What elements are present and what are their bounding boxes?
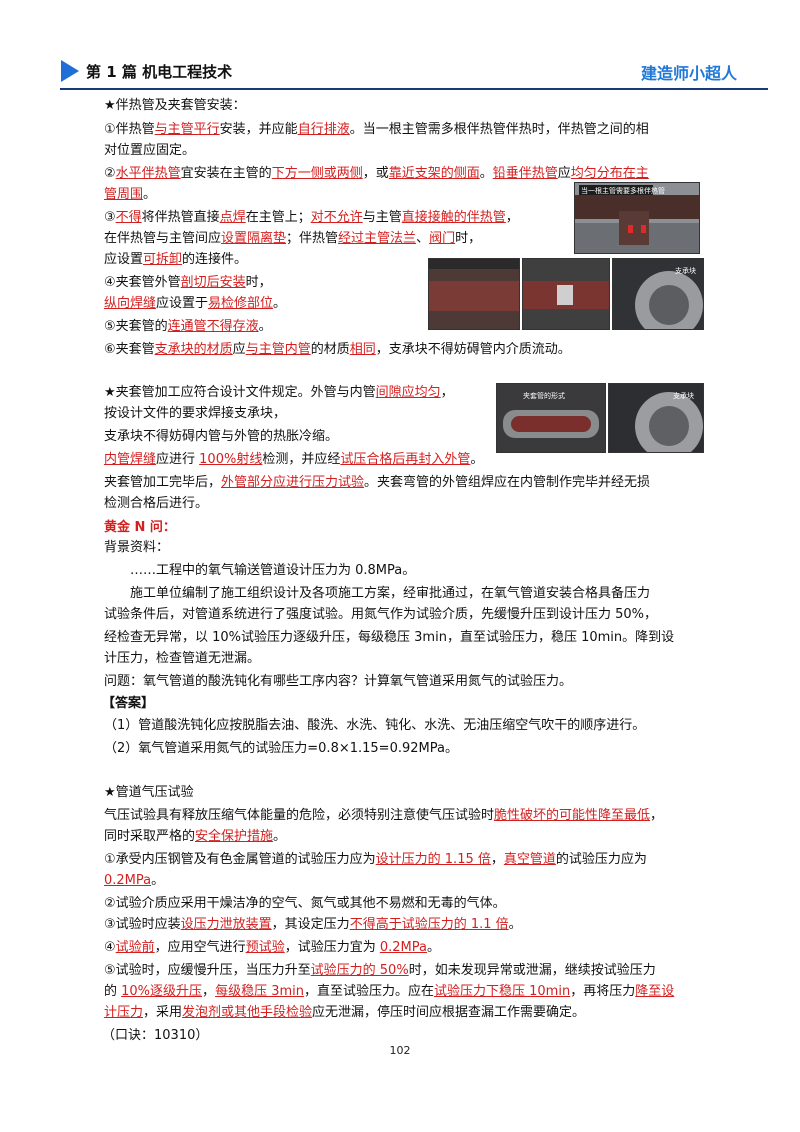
paragraph-line: ★夹套管加工应符合设计文件规定。外管与内管间隙应均匀，: [104, 385, 454, 400]
triangle-bullet-icon: [61, 60, 79, 82]
page-header: 第 1 篇 机电工程技术 建造师小超人: [0, 0, 800, 92]
paragraph-line: 同时采取严格的安全保护措施。: [104, 829, 287, 844]
support-block-photo-1: 支承块: [613, 259, 703, 329]
qa-paragraph: 计压力，检查管道无泄漏。: [104, 651, 261, 666]
paragraph-line: 的 10%逐级升压，每级稳压 3min，直至试验压力。应在试验压力下稳压 10m…: [104, 984, 675, 999]
paragraph-line: 夹套管加工完毕后，外管部分应进行压力试验。夹套弯管的外管组焊应在内管制作完毕并经…: [104, 475, 651, 490]
paragraph-line: ②试验介质应采用干燥洁净的空气、氮气或其他不易燃和无毒的气体。: [104, 896, 506, 911]
svg-text:支承块: 支承块: [675, 266, 696, 275]
paragraph-line: ③不得将伴热管直接点焊在主管上；对不允许与主管直接接触的伴热管，: [104, 210, 519, 225]
paragraph-line: ①伴热管与主管平行安装，并应能自行排液。当一根主管需多根伴热管伴热时，伴热管之间…: [104, 122, 649, 137]
paragraph-line: 气压试验具有释放压缩气体能量的危险，必须特别注意使气压试验时脆性破坏的可能性降至…: [104, 808, 664, 823]
chapter-title: 第 1 篇 机电工程技术: [86, 63, 233, 81]
brand-name: 建造师小超人: [640, 64, 737, 83]
photo-support-block-1: 支承块: [612, 258, 704, 330]
photo-jacket-pipe-1: [428, 258, 520, 330]
jacket-form-photo: 夹套管的形式: [497, 384, 605, 452]
page-number: 102: [389, 1044, 411, 1057]
paragraph-line: 内管焊缝应进行 100%射线检测，并应经试压合格后再封入外管。: [104, 452, 484, 467]
qa-background-label: 背景资料：: [104, 540, 170, 555]
paragraph-line: 计压力，采用发泡剂或其他手段检验应无泄漏，停压时间应根据查漏工作需要确定。: [104, 1005, 586, 1020]
qa-paragraph: 施工单位编制了施工组织设计及各项施工方案，经审批通过，在氧气管道安装合格具备压力: [130, 586, 651, 601]
qa-paragraph: ……工程中的氧气输送管道设计压力为 0.8MPa。: [130, 563, 416, 578]
qa-title: 黄金 N 问：: [104, 520, 176, 535]
paragraph-line: ④夹套管外管剖切后安装时，: [104, 275, 272, 290]
photo-tracing-pipe-multi: 当一根主管需要多根伴热管: [574, 182, 700, 254]
paragraph-line: 应设置可拆卸的连接件。: [104, 252, 248, 267]
paragraph-line: ③试验时应装设压力泄放装置，其设定压力不得高于试验压力的 1.1 倍。: [104, 917, 522, 932]
svg-text:夹套管的形式: 夹套管的形式: [523, 391, 565, 400]
photo-jacket-pipe-2: [522, 258, 610, 330]
support-block-photo-2: 支承块: [609, 384, 703, 452]
paragraph-line: ④试验前，应用空气进行预试验，试验压力宜为 0.2MPa。: [104, 940, 440, 955]
paragraph-line: 检测合格后进行。: [104, 496, 209, 511]
qa-paragraph: 试验条件后，对管道系统进行了强度试验。用氮气作为试验介质，先缓慢升压到设计压力 …: [104, 607, 658, 622]
qa-paragraph: 经检查无异常，以 10%试验压力逐级升压，每级稳压 3min，直至试验压力，稳压…: [104, 630, 675, 645]
svg-text:支承块: 支承块: [673, 391, 694, 400]
section-heading: ★伴热管及夹套管安装：: [104, 98, 246, 113]
paragraph-line: ②水平伴热管宜安装在主管的下方一侧或两侧，或靠近支架的侧面。铅垂伴热管应均匀分布…: [104, 166, 649, 181]
mnemonic: （口诀：10310）: [102, 1028, 209, 1043]
paragraph-line: ①承受内压钢管及有色金属管道的试验压力应为设计压力的 1.15 倍，真空管道的试…: [104, 852, 647, 867]
paragraph-line: 0.2MPa。: [104, 873, 165, 888]
paragraph-line: ⑥夹套管支承块的材质应与主管内管的材质相同，支承块不得妨碍管内介质流动。: [104, 342, 571, 357]
paragraph-line: ⑤夹套管的连通管不得存液。: [104, 319, 272, 334]
qa-question: 问题：氧气管道的酸洗钝化有哪些工序内容？计算氧气管道采用氮气的试验压力。: [104, 674, 573, 689]
section-heading: ★管道气压试验: [104, 785, 194, 800]
photo-jacket-form: 夹套管的形式: [496, 383, 606, 453]
paragraph-line: 按设计文件的要求焊接支承块，: [104, 406, 287, 421]
jacket-pipe-photo-2: [523, 259, 609, 329]
qa-answer: （2）氧气管道采用氮气的试验压力=0.8×1.15=0.92MPa。: [104, 741, 458, 756]
paragraph-line: 纵向焊缝应设置于易检修部位。: [104, 296, 287, 311]
paragraph-line: 管周围。: [104, 187, 157, 202]
tracing-pipe-photo: 当一根主管需要多根伴热管: [575, 183, 699, 253]
jacket-pipe-photo-1: [429, 259, 519, 329]
paragraph-line: ⑤试验时，应缓慢升压，当压力升至试验压力的 50%时，如未发现异常或泄漏，继续按…: [104, 963, 656, 978]
qa-answer-label: 【答案】: [102, 696, 155, 711]
qa-answer: （1）管道酸洗钝化应按脱脂去油、酸洗、水洗、钝化、水洗、无油压缩空气吹干的顺序进…: [104, 718, 646, 733]
header-divider: [60, 88, 768, 90]
paragraph-line: 在伴热管与主管间应设置隔离垫；伴热管经过主管法兰、阀门时，: [104, 231, 482, 246]
svg-text:当一根主管需要多根伴热管: 当一根主管需要多根伴热管: [581, 186, 665, 195]
photo-support-block-2: 支承块: [608, 383, 704, 453]
paragraph-line: 对位置应固定。: [104, 143, 196, 158]
paragraph-line: 支承块不得妨碍内管与外管的热胀冷缩。: [104, 429, 339, 444]
